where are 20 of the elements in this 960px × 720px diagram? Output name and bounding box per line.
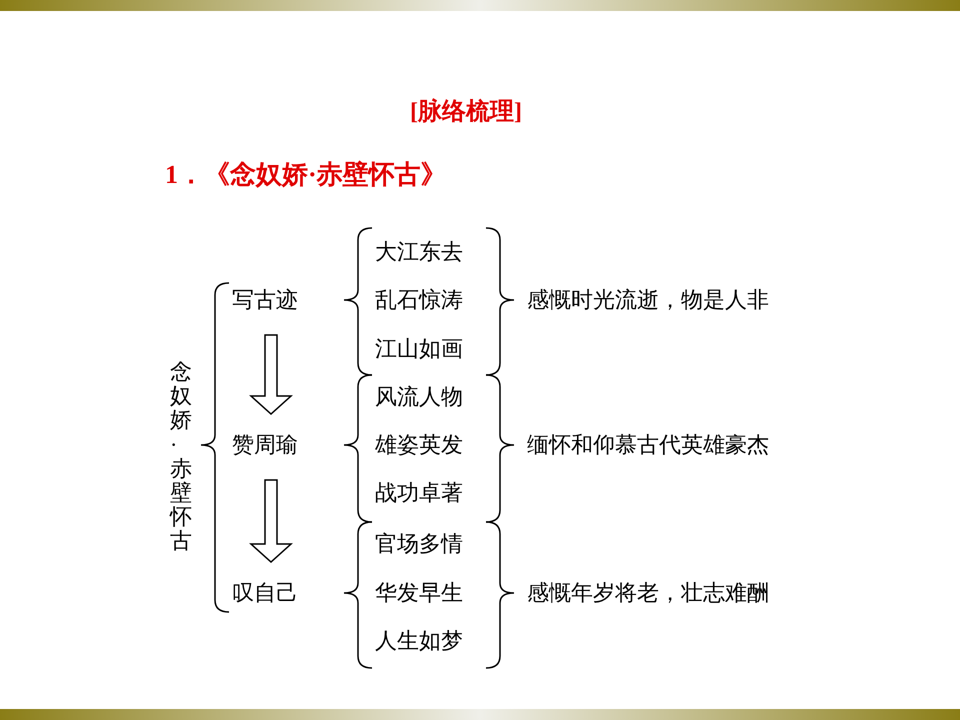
hollow-arrow <box>249 334 293 415</box>
topic-text: 写古迹 <box>232 289 298 311</box>
summary-text: 感慨年岁将老，壮志难酬 <box>527 582 769 604</box>
phrase-text: 人生如梦 <box>375 630 463 652</box>
title: [脉络梳理] <box>410 100 522 124</box>
topic-text: 赞周瑜 <box>232 434 298 456</box>
hollow-arrow <box>249 479 293 563</box>
phrase-text: 战功卓著 <box>375 482 463 504</box>
heading: 1．《念奴娇·赤壁怀古》 <box>165 162 447 188</box>
phrase-text: 大江东去 <box>375 241 463 263</box>
summary-text: 缅怀和仰慕古代英雄豪杰 <box>527 434 769 456</box>
vertical-title: 念奴娇·赤壁怀古 <box>170 360 192 554</box>
phrase-text: 江山如画 <box>375 338 463 360</box>
topic-text: 叹自己 <box>232 582 298 604</box>
phrase-text: 乱石惊涛 <box>375 289 463 311</box>
phrase-text: 雄姿英发 <box>375 434 463 456</box>
summary-text: 感慨时光流逝，物是人非 <box>527 289 769 311</box>
phrase-text: 华发早生 <box>375 582 463 604</box>
phrase-text: 风流人物 <box>375 386 463 408</box>
phrase-text: 官场多情 <box>375 533 463 555</box>
